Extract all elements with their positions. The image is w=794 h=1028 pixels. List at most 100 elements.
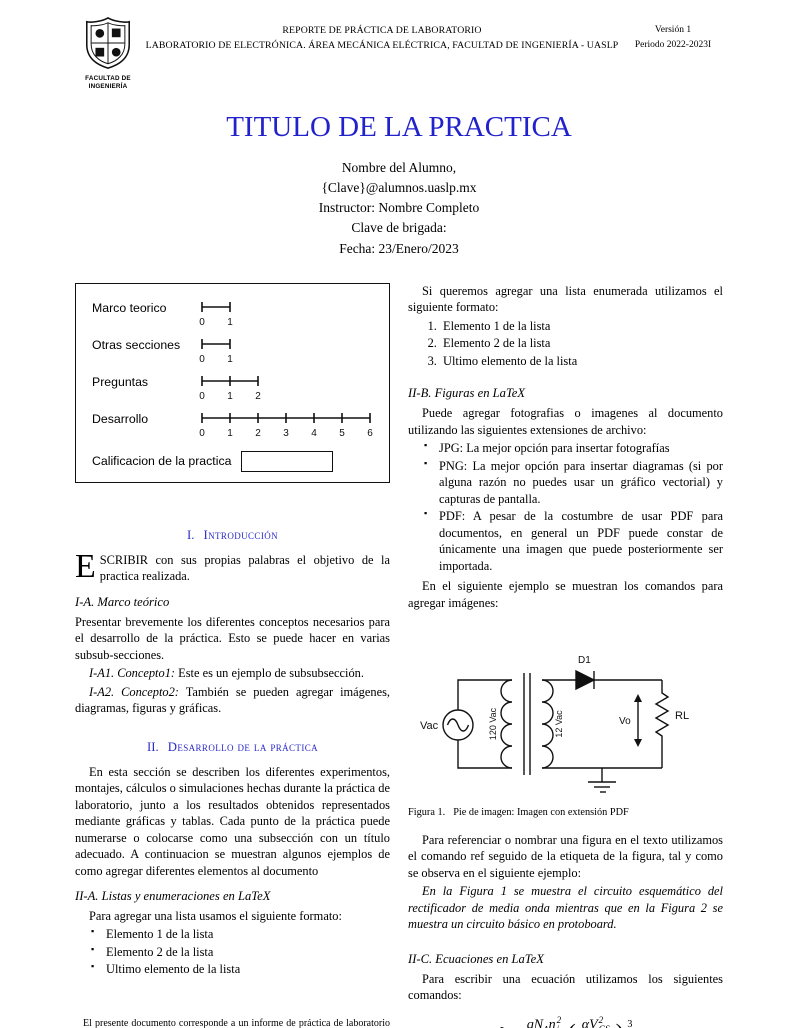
equation-1: ID = qNAn2i ND ( αV2GS μo ) 3 (1)	[408, 1014, 723, 1028]
rubric-item-label: Desarrollo	[92, 411, 149, 426]
right-column: Si queremos agregar una lista enumerada …	[408, 283, 723, 1028]
list-item: Elemento 1 de la lista	[91, 926, 390, 943]
drop-cap: E	[75, 547, 96, 585]
svg-text:4: 4	[311, 428, 317, 439]
figure-caption: Figura 1.Pie de imagen: Imagen con exten…	[408, 807, 629, 819]
subsection-heading-listas: II-A. Listas y enumeraciones en LaTeX	[75, 889, 271, 904]
concepto1-label: I-A1. Concepto1:	[89, 666, 176, 681]
section-heading-desarrollo: II.Desarrollo de la práctica	[146, 739, 319, 754]
concepto2-paragraph: I-A2. Concepto2: También se pueden agreg…	[75, 684, 390, 716]
svg-text:1: 1	[227, 391, 233, 402]
circuit-figure: Vac 120 Vac 12 Vac D1 Vo RL	[420, 655, 689, 793]
rubric-scale: 0 1 2	[199, 375, 261, 402]
ecuacion-intro-paragraph: Para escribir una ecuación utilizamos lo…	[408, 971, 723, 1003]
referencia-paragraph: Para referenciar o nombrar una figura en…	[408, 832, 723, 880]
svg-text:2: 2	[255, 428, 261, 439]
enum-intro-paragraph: Si queremos agregar una lista enumerada …	[408, 283, 723, 315]
list-item: Elemento 1 de la lista	[440, 318, 723, 335]
header-report-line1: REPORTE DE PRÁCTICA DE LABORATORIO	[282, 25, 482, 36]
document-title: TITULO DE LA PRACTICA	[226, 110, 572, 143]
figuras-intro-paragraph: Puede agregar fotografias o imagenes al …	[408, 406, 723, 437]
transformer	[499, 673, 554, 776]
subsection-heading-ecuaciones: II-C. Ecuaciones en LaTeX	[408, 951, 544, 966]
section-heading-introduccion: I.Introducción	[186, 527, 279, 542]
header-version: Versión 1	[654, 25, 692, 35]
list-item: Ultimo elemento de la lista	[440, 353, 723, 370]
fraction-outer: qNAn2i ND	[526, 1014, 562, 1028]
vo-arrow	[633, 694, 642, 748]
subsection-heading-marco-teorico: I-A. Marco teórico	[75, 594, 170, 609]
equation-body: ID = qNAn2i ND ( αV2GS μo ) 3	[499, 1014, 633, 1028]
rubric-item-label: Otras secciones	[92, 337, 181, 352]
equation-number: (1)	[708, 1026, 723, 1028]
bullet-list-left: Elemento 1 de la lista Elemento 2 de la …	[91, 926, 390, 978]
concepto2-label: I-A2. Concepto2:	[89, 684, 179, 699]
bullet-list-right: JPG: La mejor opción para insertar fotog…	[424, 440, 723, 574]
lista-intro-paragraph: Para agregar una lista usamos el siguien…	[89, 908, 342, 923]
svg-text:6: 6	[367, 428, 373, 439]
ac-source	[441, 709, 474, 741]
referencia-ejemplo-paragraph: En la Figura 1 se muestra el circuito es…	[408, 884, 723, 932]
label-rl: RL	[675, 710, 689, 722]
footnote: El presente documento corresponde a un i…	[83, 1018, 390, 1028]
list-item: Elemento 2 de la lista	[91, 944, 390, 961]
grade-box	[241, 450, 334, 472]
author-block: Nombre del Alumno, {Clave}@alumnos.uaslp…	[75, 158, 723, 259]
svg-text:1: 1	[227, 354, 233, 365]
circuit-wires	[441, 670, 669, 793]
ground-symbol	[587, 768, 616, 793]
numbered-list: Elemento 1 de la lista Elemento 2 de la …	[426, 318, 723, 370]
svg-text:0: 0	[199, 428, 205, 439]
grade-row: Calificacion de la practica	[92, 450, 377, 472]
header-period: Periodo 2022-2023I	[634, 39, 712, 50]
ejemplo-paragraph: En el siguiente ejemplo se muestran los …	[408, 579, 723, 610]
svg-text:5: 5	[339, 428, 345, 439]
svg-text:2: 2	[255, 391, 261, 402]
svg-text:3: 3	[283, 428, 289, 439]
rubric-item-label: Preguntas	[92, 374, 149, 389]
list-item: PDF: A pesar de la costumbre de usar PDF…	[424, 508, 723, 574]
university-crest-icon	[86, 17, 130, 69]
author-name: Nombre del Alumno,	[341, 159, 457, 175]
marco-teorico-paragraph: Presentar brevemente los diferentes conc…	[75, 614, 390, 662]
label-12vac: 12 Vac	[554, 710, 564, 738]
rubric-row: Preguntas 0 1 2	[92, 374, 377, 404]
svg-text:0: 0	[199, 391, 205, 402]
rubric-row: Desarrollo 0 1 2 3 4 5 6	[92, 411, 377, 441]
header-version-block: Versión 1 Periodo 2022-2023I	[623, 23, 723, 52]
list-item: Elemento 2 de la lista	[440, 335, 723, 352]
header-title-block: REPORTE DE PRÁCTICA DE LABORATORIO LABOR…	[141, 23, 623, 53]
list-item: JPG: La mejor opción para insertar fotog…	[424, 440, 723, 457]
label-vo: Vo	[619, 716, 631, 727]
concepto1-paragraph: I-A1. Concepto1: Este es un ejemplo de s…	[89, 666, 364, 681]
resistor-rl	[654, 680, 669, 769]
fraction-inner: αV2GS μo	[581, 1014, 610, 1028]
author-email: {Clave}@alumnos.uaslp.mx	[321, 179, 477, 195]
logo-caption-line1: FACULTAD DE	[85, 75, 131, 82]
label-vac: Vac	[420, 720, 439, 732]
header-report-line2: LABORATORIO DE ELECTRÓNICA. ÁREA MECÁNIC…	[145, 40, 619, 52]
rubric-item-label: Marco teorico	[92, 300, 167, 315]
author-date: Fecha: 23/Enero/2023	[339, 240, 459, 256]
subsection-heading-figuras: II-B. Figuras en LaTeX	[408, 386, 526, 401]
label-120vac: 120 Vac	[488, 708, 498, 741]
author-brigade: Clave de brigada:	[351, 220, 447, 236]
list-item: Ultimo elemento de la lista	[91, 961, 390, 978]
university-logo: FACULTAD DE INGENIERÍA	[75, 16, 141, 91]
author-instructor: Instructor: Nombre Completo	[318, 200, 480, 216]
diode-d1	[574, 670, 596, 691]
rubric-scale: 0 1 2 3 4 5 6	[199, 412, 373, 439]
svg-text:0: 0	[199, 317, 205, 328]
svg-text:1: 1	[227, 428, 233, 439]
list-item: PNG: La mejor opción para insertar diagr…	[424, 458, 723, 508]
figure-caption-label: Figura 1.	[408, 807, 446, 819]
